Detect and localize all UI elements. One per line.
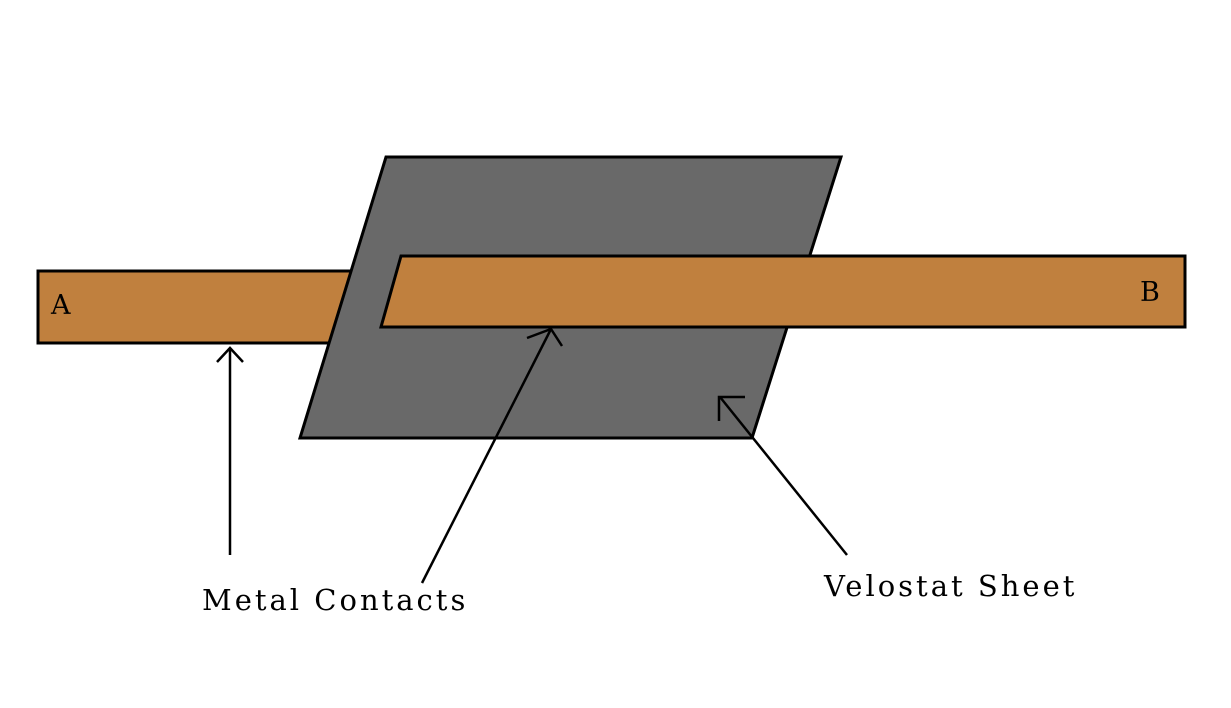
metal-contact-b <box>379 254 1187 329</box>
metal-contacts-label: Metal Contacts <box>202 583 468 617</box>
arrow-to-contact-b <box>420 327 564 584</box>
arrow-to-velostat-sheet <box>717 395 848 556</box>
end-label-a: A <box>50 290 71 321</box>
end-label-b: B <box>1140 277 1160 308</box>
velostat-sheet-label: Velostat Sheet <box>823 569 1077 603</box>
metal-contact-a <box>36 269 360 345</box>
arrow-to-contact-a <box>216 346 244 555</box>
